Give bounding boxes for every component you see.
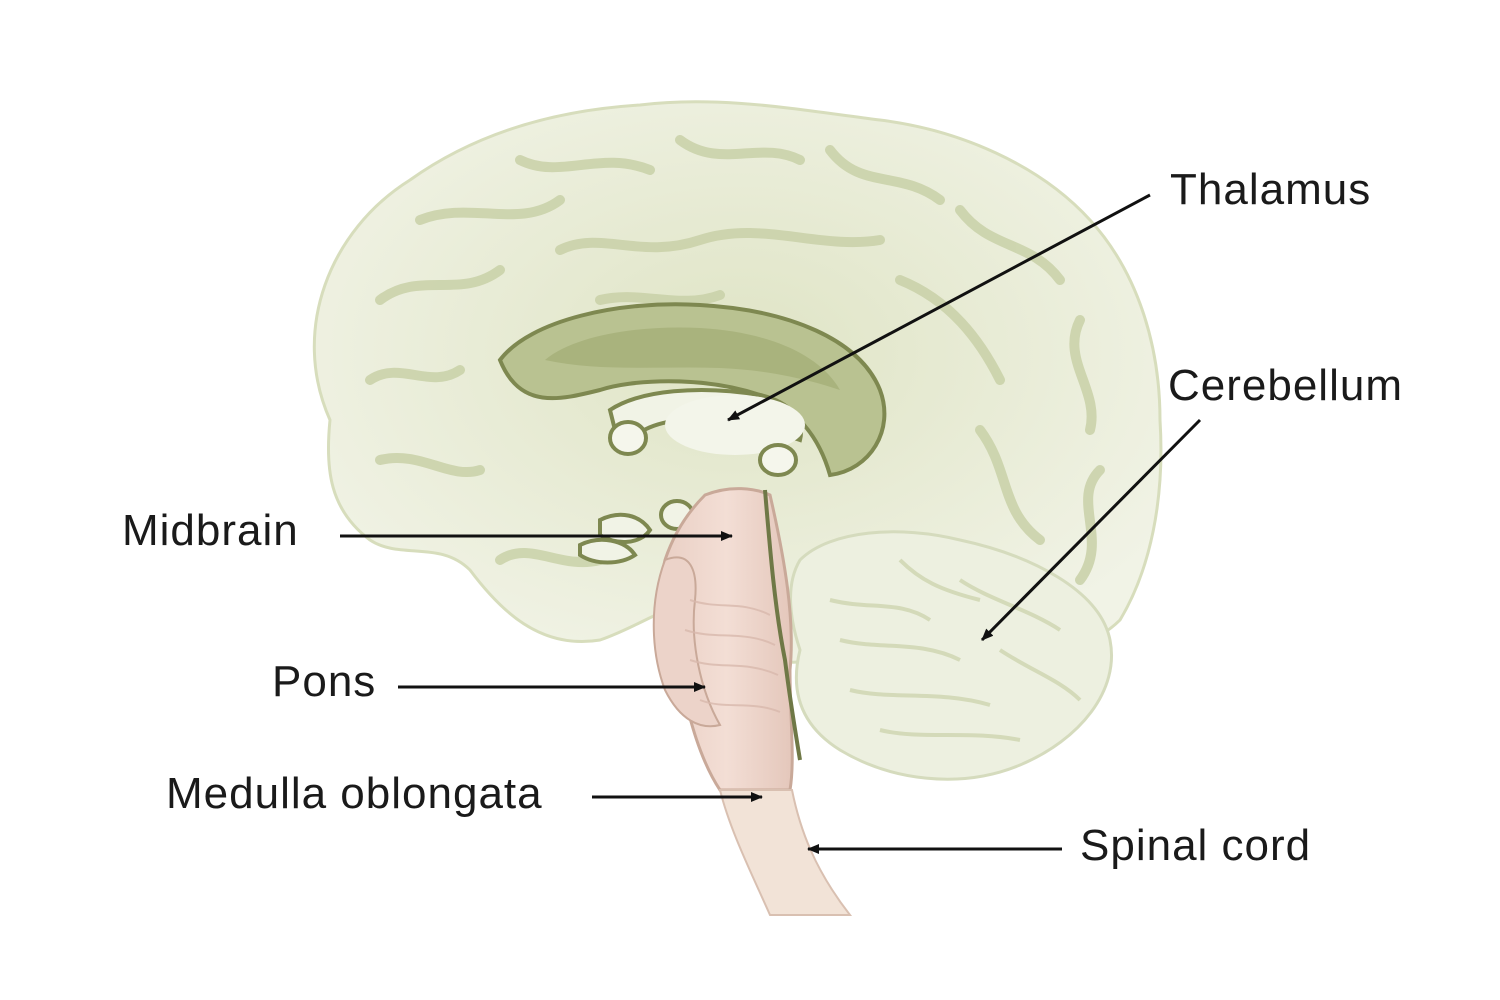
arrow-cerebellum	[980, 418, 1202, 642]
label-thalamus: Thalamus	[1170, 165, 1371, 214]
cerebral-aqueduct	[763, 489, 802, 761]
leader-arrows	[340, 193, 1202, 854]
brainstem-fibers	[684, 599, 781, 713]
pons-bulge	[652, 556, 722, 728]
label-medulla-oblongata: Medulla oblongata	[166, 769, 543, 818]
corpus-callosum-inner	[545, 327, 840, 390]
anterior-commissure	[608, 420, 648, 456]
label-cerebellum: Cerebellum	[1168, 361, 1403, 410]
cerebellum-folia	[829, 558, 1082, 742]
arrow-thalamus	[727, 193, 1151, 422]
label-spinal-cord: Spinal cord	[1080, 821, 1311, 870]
pineal-body	[758, 443, 798, 477]
spinal-cord	[718, 788, 853, 916]
label-pons: Pons	[272, 657, 376, 706]
label-midbrain: Midbrain	[122, 506, 299, 555]
thalamus-body	[665, 395, 805, 455]
